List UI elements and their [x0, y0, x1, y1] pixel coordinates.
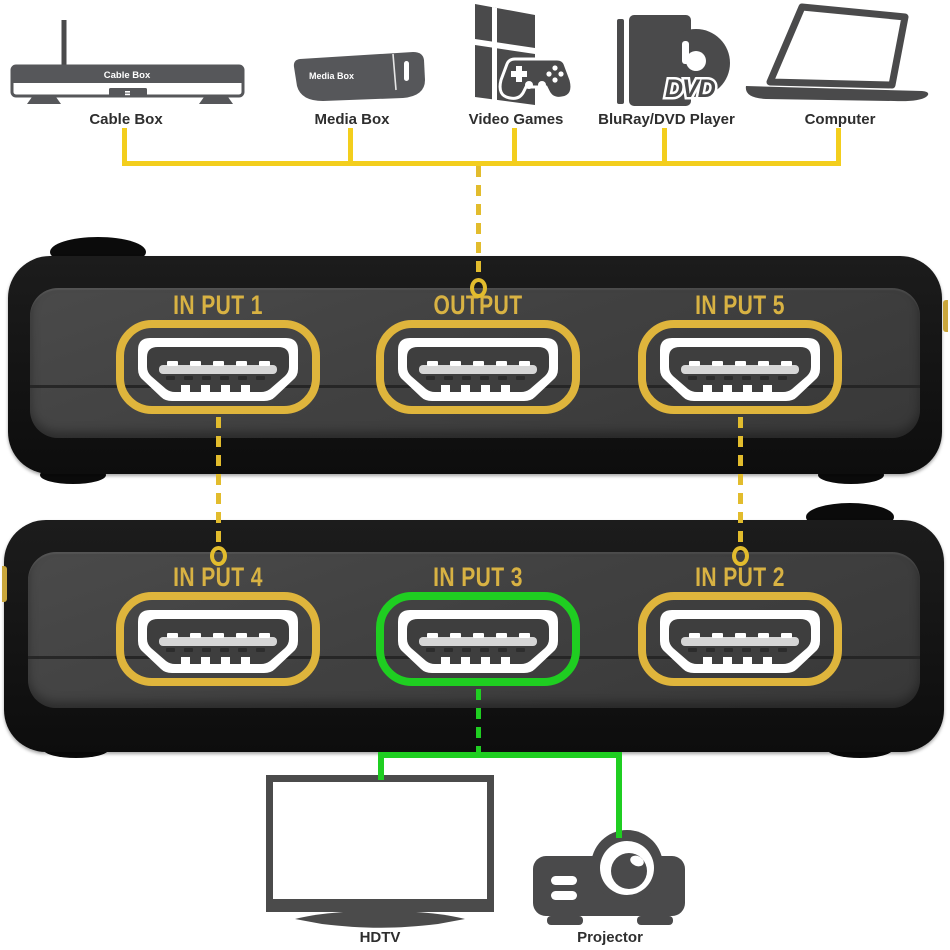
dashed-line-input1-to-input4 [216, 417, 221, 545]
bluray-dvd-player-icon: DVD [617, 15, 730, 106]
media-box-icon: Media Box [293, 52, 425, 101]
display-drop-projector [616, 752, 622, 838]
connection-node-input4 [210, 546, 227, 566]
source-label-cable-box: Cable Box [89, 111, 163, 128]
bus-drop-cable-box [122, 128, 127, 166]
dashed-line-input3-to-displays [476, 689, 481, 753]
port-input-1: IN PUT 1 [116, 290, 320, 414]
port-label-input-2: IN PUT 2 [695, 562, 785, 592]
source-label-computer: Computer [804, 111, 876, 128]
dashed-line-input5-to-input2 [738, 417, 743, 545]
computer-icon [745, 3, 929, 102]
media-box-device-text: Media Box [309, 71, 354, 81]
bus-drop-media-box [348, 128, 353, 166]
hdmi-connector [657, 336, 823, 408]
display-bus-horizontal [378, 752, 622, 758]
video-games-icon [475, 4, 574, 105]
bus-drop-bluray [662, 128, 667, 166]
port-label-input-4: IN PUT 4 [173, 562, 263, 592]
cable-box-device-text: Cable Box [104, 70, 151, 81]
cable-box-icon: Cable Box [10, 20, 245, 104]
dvd-logo-text: DVD [665, 75, 716, 103]
display-label-projector: Projector [577, 929, 643, 946]
hdmi-port-outline-input-4 [116, 592, 320, 686]
projector-icon [533, 830, 685, 925]
hdmi-connector [135, 336, 301, 408]
bus-drop-video-games [512, 128, 517, 166]
connection-node-output [470, 278, 487, 298]
port-input-2: IN PUT 2 [638, 562, 842, 686]
source-label-media-box: Media Box [314, 111, 390, 128]
hdmi-connector [395, 336, 561, 408]
port-input-4: IN PUT 4 [116, 562, 320, 686]
hdmi-connector [395, 608, 561, 680]
switch-top-side-detail [943, 300, 948, 332]
source-label-bluray-dvd: BluRay/DVD Player [598, 111, 735, 128]
hdmi-port-outline-output [376, 320, 580, 414]
hdmi-port-outline-input-2 [638, 592, 842, 686]
hdtv-icon [266, 775, 494, 912]
port-label-input-1: IN PUT 1 [173, 290, 263, 320]
hdmi-port-outline-input-5 [638, 320, 842, 414]
hdmi-connector [135, 608, 301, 680]
port-label-input-3: IN PUT 3 [433, 562, 523, 592]
source-label-video-games: Video Games [468, 111, 564, 128]
port-input-3: IN PUT 3 [376, 562, 580, 686]
hdmi-port-outline-input-3-active [376, 592, 580, 686]
dashed-line-to-output [476, 166, 481, 276]
hdtv-stand [295, 910, 465, 928]
port-label-input-5: IN PUT 5 [695, 290, 785, 320]
display-label-hdtv: HDTV [359, 929, 401, 946]
switch-bottom-side-detail [2, 566, 7, 602]
hdmi-connector [657, 608, 823, 680]
hdmi-port-outline-input-1 [116, 320, 320, 414]
port-output: OUTPUT [376, 290, 580, 414]
connection-node-input2 [732, 546, 749, 566]
display-drop-hdtv [378, 752, 384, 780]
source-bus-horizontal [122, 161, 841, 166]
bus-drop-computer [836, 128, 841, 166]
port-input-5: IN PUT 5 [638, 290, 842, 414]
